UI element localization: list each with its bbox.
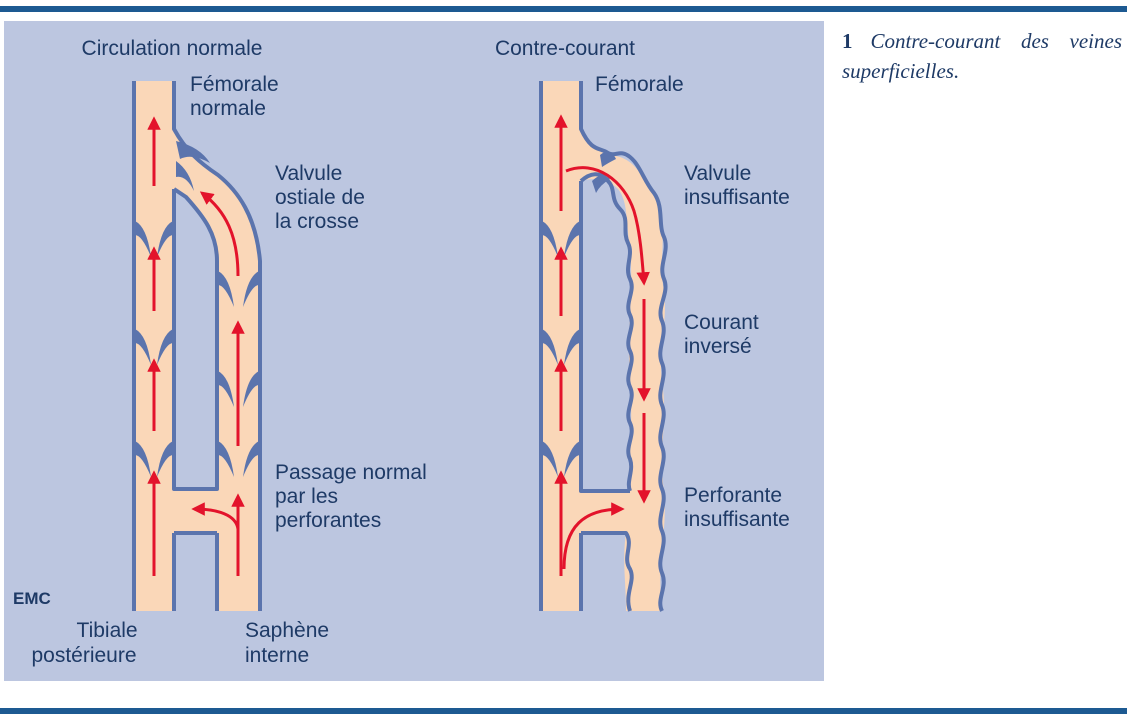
panel-normal: Circulation normale <box>31 37 433 667</box>
vein-walls-reflux <box>539 81 668 612</box>
flow-arrows-reflux <box>554 114 651 576</box>
valves-reflux <box>542 151 616 477</box>
label-valve-normal: Valvule ostiale de la crosse <box>275 162 371 233</box>
label-saphenous-vein: Saphène interne <box>245 619 335 667</box>
label-valve-reflux: Valvule insuffisante <box>684 162 790 209</box>
label-tibial-vein: Tibiale postérieure <box>31 619 143 667</box>
bottom-rule <box>0 708 1127 714</box>
panel-title-normal: Circulation normale <box>82 37 263 60</box>
top-rule <box>0 6 1127 12</box>
panel-reflux: Contre-courant <box>495 37 790 612</box>
label-perforator-normal: Passage normal par les perforantes <box>275 461 433 532</box>
panel-title-reflux: Contre-courant <box>495 37 635 60</box>
label-reverse-flow: Courant inversé <box>684 311 765 358</box>
emc-logo: EMC <box>13 589 51 608</box>
caption-text: Contre-courant des veines superficielles… <box>842 29 1122 83</box>
caption-number: 1 <box>842 29 853 53</box>
label-perforator-reflux: Perforante insuffisante <box>684 484 790 531</box>
venous-reflux-diagram: Circulation normale <box>4 21 824 681</box>
valves-normal <box>135 141 259 477</box>
flow-arrows-normal <box>147 116 245 576</box>
label-femoral-reflux: Fémorale <box>595 73 684 96</box>
label-femoral-normal: Fémorale normale <box>190 73 285 120</box>
